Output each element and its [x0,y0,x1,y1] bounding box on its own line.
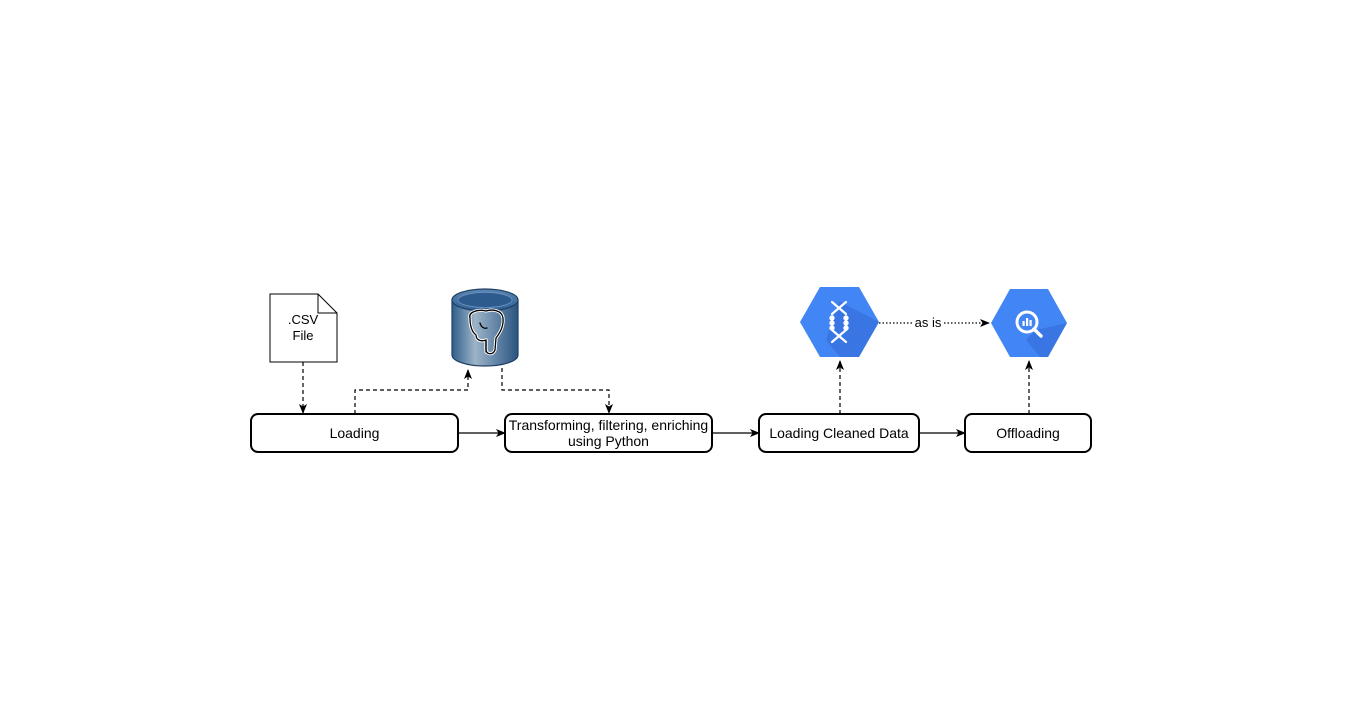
step-loading-cleaned-data-label: Loading Cleaned Data [769,425,909,441]
csv-file-label-line1: .CSV [288,312,319,327]
csv-file-label-line2: File [293,328,314,343]
postgresql-database-icon [451,288,519,367]
step-transform: Transforming, filtering, enriching using… [504,413,713,453]
arrow-loading-to-postgres [354,369,472,414]
csv-file-icon: .CSV File [269,293,338,363]
step-loading-cleaned-data: Loading Cleaned Data [758,413,920,453]
step-transform-label-line1: Transforming, filtering, enriching [509,417,708,433]
step-loading-label: Loading [330,425,380,441]
step-offloading: Offloading [964,413,1092,453]
edge-label-as-is: as is [915,315,942,330]
step-loading: Loading [250,413,459,453]
cloud-dataflow-icon [800,287,879,357]
step-offloading-label: Offloading [996,425,1060,441]
edge-dataflow-to-bigquery: as is [879,315,990,330]
step-transform-label-line2: using Python [568,433,649,449]
arrow-postgres-to-transform [501,368,613,414]
bigquery-icon [991,289,1067,357]
